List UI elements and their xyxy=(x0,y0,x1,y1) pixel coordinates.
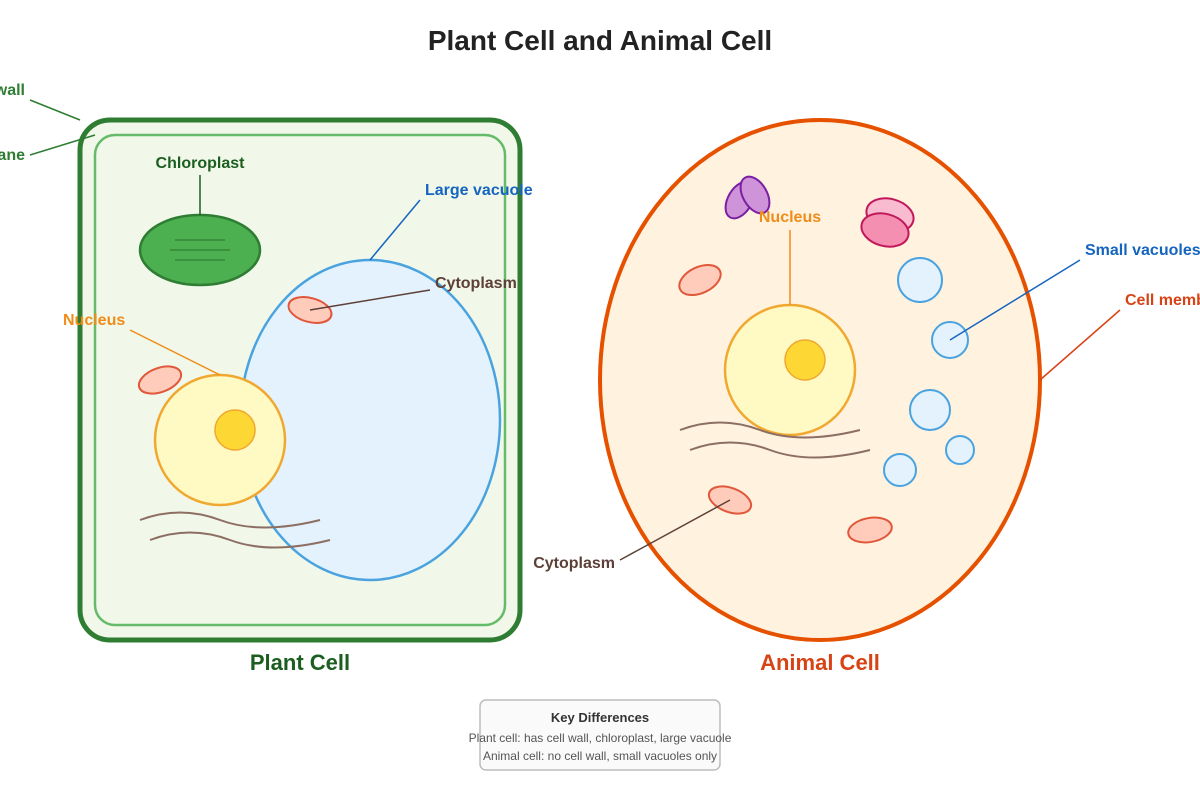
label-plant-cytoplasm: Cytoplasm xyxy=(435,275,517,292)
plant-mitochondrion xyxy=(137,365,183,395)
leader-large-vacuole xyxy=(369,199,421,261)
plant-cell: Cell wall Cell membrane Chloroplast Larg… xyxy=(0,82,533,675)
animal-cell: Nucleus Small vacuoles Cell membrane Cyt… xyxy=(533,118,1200,675)
label-chloroplast: Chloroplast xyxy=(156,155,246,172)
plant-chloroplast xyxy=(138,213,262,287)
animal-nucleolus xyxy=(784,339,826,381)
plant-er xyxy=(139,511,321,529)
animal-small-vacuole xyxy=(897,257,943,303)
animal-small-vacuole xyxy=(945,435,975,465)
animal-golgi xyxy=(860,197,915,248)
page-title: Plant Cell and Animal Cell xyxy=(428,25,772,56)
leader-plant-cytoplasm xyxy=(309,289,431,311)
label-plant-nucleus: Nucleus xyxy=(63,312,125,329)
label-animal-cytoplasm: Cytoplasm xyxy=(533,555,615,572)
key-heading: Key Differences xyxy=(551,710,649,725)
leader-small-vacuoles xyxy=(949,259,1081,341)
animal-mitochondrion xyxy=(678,263,722,297)
animal-er xyxy=(679,421,861,439)
label-large-vacuole: Large vacuole xyxy=(425,182,533,199)
animal-small-vacuole xyxy=(883,453,917,487)
animal-cell-caption: Animal Cell xyxy=(760,650,880,675)
label-animal-cell-membrane: Cell membrane xyxy=(1125,292,1200,309)
label-cell-wall: Cell wall xyxy=(0,82,25,99)
label-plant-cell-membrane: Cell membrane xyxy=(0,147,25,164)
leader-plant-membrane xyxy=(29,134,96,156)
label-animal-nucleus: Nucleus xyxy=(759,209,821,226)
leader-animal-membrane xyxy=(1039,309,1121,381)
leader-cell-wall xyxy=(29,99,81,121)
leader-animal-cytoplasm xyxy=(619,499,731,561)
key-line-animal: Animal cell: no cell wall, small vacuole… xyxy=(483,749,717,763)
animal-er xyxy=(689,441,871,459)
animal-centriole xyxy=(724,175,771,220)
leader-plant-nucleus xyxy=(129,329,221,376)
key-line-plant: Plant cell: has cell wall, chloroplast, … xyxy=(469,731,732,745)
key-differences-box: Key Differences Plant cell: has cell wal… xyxy=(469,699,732,771)
animal-mitochondrion xyxy=(847,516,893,544)
animal-small-vacuole xyxy=(909,389,951,431)
plant-er xyxy=(149,531,331,549)
plant-nucleolus xyxy=(214,409,256,451)
label-small-vacuoles: Small vacuoles xyxy=(1085,242,1200,259)
plant-cell-caption: Plant Cell xyxy=(250,650,350,675)
